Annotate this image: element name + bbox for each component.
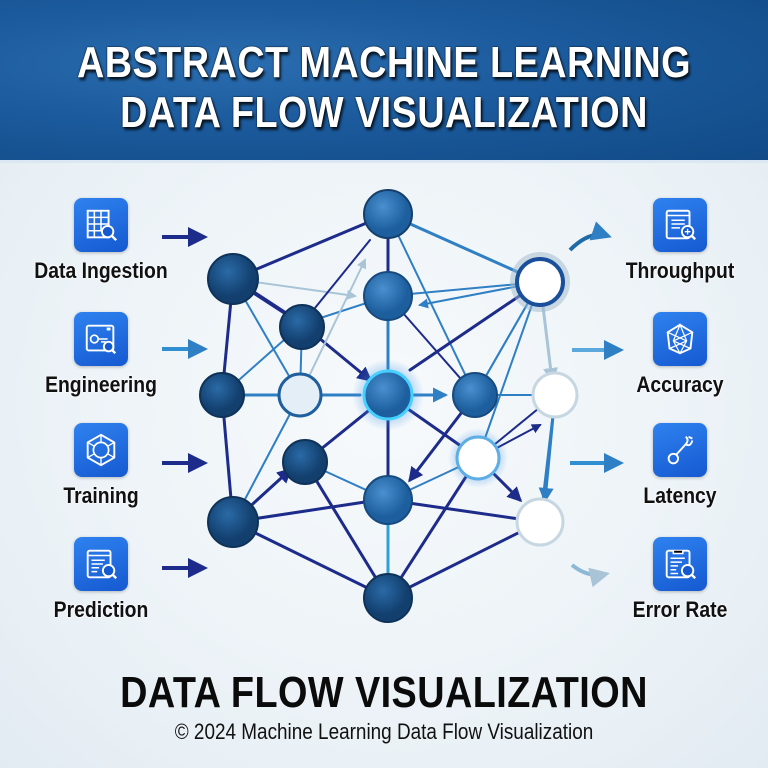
- header-title-line2: DATA FLOW VISUALIZATION: [120, 88, 648, 137]
- node: [455, 435, 501, 481]
- node: [363, 189, 413, 239]
- table-search-icon: [74, 198, 128, 252]
- diagram-canvas: [0, 163, 768, 768]
- node: [515, 497, 565, 547]
- input-engineering: Engineering: [16, 312, 186, 398]
- input-label: Data Ingestion: [34, 258, 168, 283]
- node: [199, 372, 245, 418]
- header-banner: ABSTRACT MACHINE LEARNING DATA FLOW VISU…: [0, 0, 768, 163]
- node: [363, 475, 413, 525]
- node: [452, 372, 498, 418]
- node: [531, 371, 579, 419]
- input-arrows: [162, 227, 208, 578]
- footer-title: DATA FLOW VISUALIZATION: [120, 668, 648, 717]
- output-label: Latency: [643, 483, 717, 508]
- node: [207, 253, 259, 305]
- node: [277, 372, 323, 418]
- output-arrows: [568, 221, 624, 588]
- node: [207, 496, 259, 548]
- input-label: Engineering: [45, 372, 157, 397]
- node: [363, 573, 413, 623]
- output-latency: Latency: [595, 423, 765, 509]
- document-search-icon: [74, 537, 128, 591]
- stethoscope-icon: [653, 423, 707, 477]
- hexagon-network-icon: [74, 423, 128, 477]
- report-search-icon: [653, 537, 707, 591]
- output-label: Error Rate: [632, 597, 728, 622]
- document-search-icon: [653, 198, 707, 252]
- node: [279, 304, 325, 350]
- footer-copyright: © 2024 Machine Learning Data Flow Visual…: [174, 719, 594, 744]
- input-training: Training: [16, 423, 186, 509]
- input-label: Prediction: [53, 597, 149, 622]
- header-title-line1: ABSTRACT MACHINE LEARNING: [76, 38, 692, 87]
- output-accuracy: Accuracy: [595, 312, 765, 398]
- output-label: Accuracy: [636, 372, 724, 397]
- node: [363, 271, 413, 321]
- output-error-rate: Error Rate: [595, 537, 765, 623]
- input-label: Training: [63, 483, 139, 508]
- node: [515, 257, 565, 307]
- output-label: Throughput: [625, 258, 735, 283]
- window-search-icon: [74, 312, 128, 366]
- input-data-ingestion: Data Ingestion: [16, 198, 186, 284]
- output-throughput: Throughput: [595, 198, 765, 284]
- network-nodes: [199, 189, 579, 623]
- node: [362, 369, 414, 421]
- node: [282, 439, 328, 485]
- polyhedron-network-icon: [653, 312, 707, 366]
- input-prediction: Prediction: [16, 537, 186, 623]
